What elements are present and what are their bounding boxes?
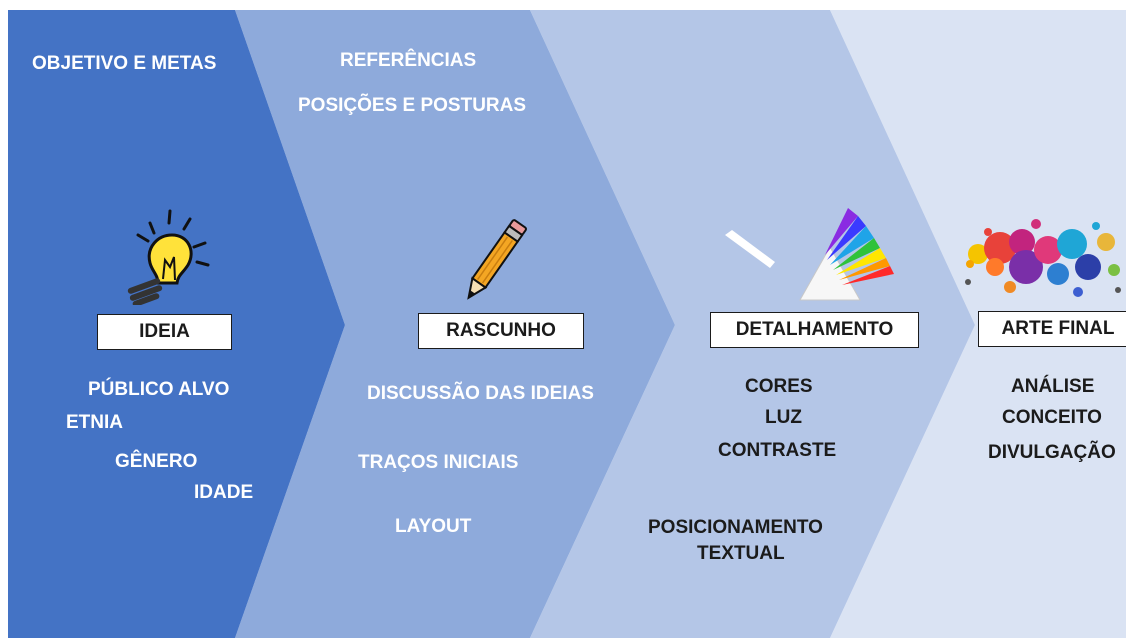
ideas-discussion-label: DISCUSSÃO DAS IDEIAS [367,383,594,404]
ethnicity-label: ETNIA [66,412,123,433]
colors-label: CORES [745,376,813,397]
stage-title-rascunho: RASCUNHO [418,313,584,349]
analysis-label: ANÁLISE [1011,376,1095,397]
text-positioning-label-line2: TEXTUAL [697,543,785,564]
age-label: IDADE [194,482,254,503]
paint-splash-icon [965,219,1121,297]
initial-strokes-label: TRAÇOS INICIAIS [358,452,519,473]
dissemination-label: DIVULGAÇÃO [988,442,1116,463]
pencil-icon [467,219,528,300]
stage-title-detalhamento: DETALHAMENTO [710,312,919,348]
goals-label: OBJETIVO E METAS [32,53,217,74]
lightbulb-icon [127,209,210,305]
positions-label: POSIÇÕES E POSTURAS [298,95,527,116]
stage-title-arte-final: ARTE FINAL [978,311,1126,347]
contrast-label: CONTRASTE [718,440,837,461]
concept-label: CONCEITO [1002,407,1102,428]
layout-label: LAYOUT [395,516,472,537]
target-audience-label: PÚBLICO ALVO [88,379,230,400]
gender-label: GÊNERO [115,451,198,472]
prism-icon [725,208,894,301]
text-positioning-label: POSICIONAMENTO [648,517,823,538]
stage-title-ideia: IDEIA [97,314,232,350]
references-label: REFERÊNCIAS [340,50,477,71]
light-label: LUZ [765,407,802,428]
